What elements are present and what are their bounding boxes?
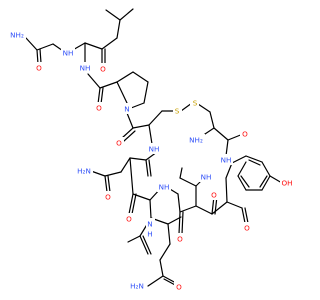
atom-o-ring-top: O	[240, 128, 249, 139]
n-ring-low-label: N	[147, 220, 152, 229]
oh-label: OH	[281, 179, 292, 188]
nh-gly-label: NH	[63, 49, 74, 58]
atom-nh2-gln: H₂N	[128, 280, 146, 291]
nh2-ring-label: NH₂	[189, 136, 203, 145]
o-ring-low-label: O	[126, 215, 132, 224]
h-ring-low-label: H	[147, 230, 152, 239]
o-ring-top-label: O	[242, 130, 248, 139]
s1-label: S	[175, 107, 180, 116]
nh-ring-mid-label: NH	[221, 156, 232, 165]
nh-ile-label: NH	[201, 173, 212, 182]
atom-s1: S	[173, 105, 182, 116]
nh2-gln-label: H₂N	[130, 282, 144, 291]
o-leu-label: O	[100, 65, 106, 74]
atom-o-cys: O	[115, 137, 124, 148]
o-cys-label: O	[116, 139, 122, 148]
atom-o-asn: O	[104, 191, 113, 202]
s2-label: S	[193, 99, 198, 108]
nh-leu-label: NH	[80, 64, 91, 73]
atom-nh-gly: NH	[61, 47, 75, 58]
atom-nh-asn: NH	[157, 181, 171, 192]
atom-nh2-ring: NH₂	[187, 134, 205, 145]
atom-o-ile: O	[176, 233, 185, 244]
atom-nh2-terminal: NH₂	[8, 29, 26, 40]
atom-o-gln-amide: O	[174, 281, 183, 292]
atom-labels: NH₂ NH O O NH O N O NH S S NH₂ O NH H₂N …	[8, 29, 294, 292]
atom-oh: OH	[280, 177, 294, 188]
peptide-structure: NH₂ NH O O NH O N O NH S S NH₂ O NH H₂N …	[8, 8, 294, 292]
atom-nh-ile: NH	[199, 171, 213, 182]
o-gly-label: O	[36, 64, 42, 73]
o-asn-label: O	[105, 193, 111, 202]
atom-h-ring-low: H	[146, 229, 155, 240]
atom-n-ring-low: N	[146, 218, 155, 229]
n-pro-label: N	[124, 105, 129, 114]
atom-o-leu: O	[99, 63, 108, 74]
atom-o-gln: O	[242, 222, 251, 233]
atom-nh2-asn: H₂N	[75, 165, 93, 176]
atom-nh-ring-mid: NH	[219, 154, 233, 165]
o-pro-label: O	[96, 104, 102, 113]
atom-s2: S	[190, 97, 199, 108]
o-gln-amide-label: O	[176, 283, 182, 292]
atom-n-pro: N	[123, 103, 132, 114]
atom-nh-cys: NH	[147, 143, 161, 154]
atom-nh-leu: NH	[78, 62, 92, 73]
nh-asn-label: NH	[159, 183, 170, 192]
o-gln-label: O	[244, 224, 250, 233]
nh2-asn-label: H₂N	[77, 167, 91, 176]
nh2-terminal-label: NH₂	[10, 31, 24, 40]
atom-o-gly: O	[35, 62, 44, 73]
atom-o-pro: O	[95, 102, 104, 113]
o-tyr-label: O	[211, 191, 217, 200]
nh-cys-label: NH	[149, 145, 160, 154]
atom-o-ring-low: O	[125, 213, 134, 224]
o-ile-label: O	[177, 235, 183, 244]
atom-o-tyr: O	[210, 189, 219, 200]
